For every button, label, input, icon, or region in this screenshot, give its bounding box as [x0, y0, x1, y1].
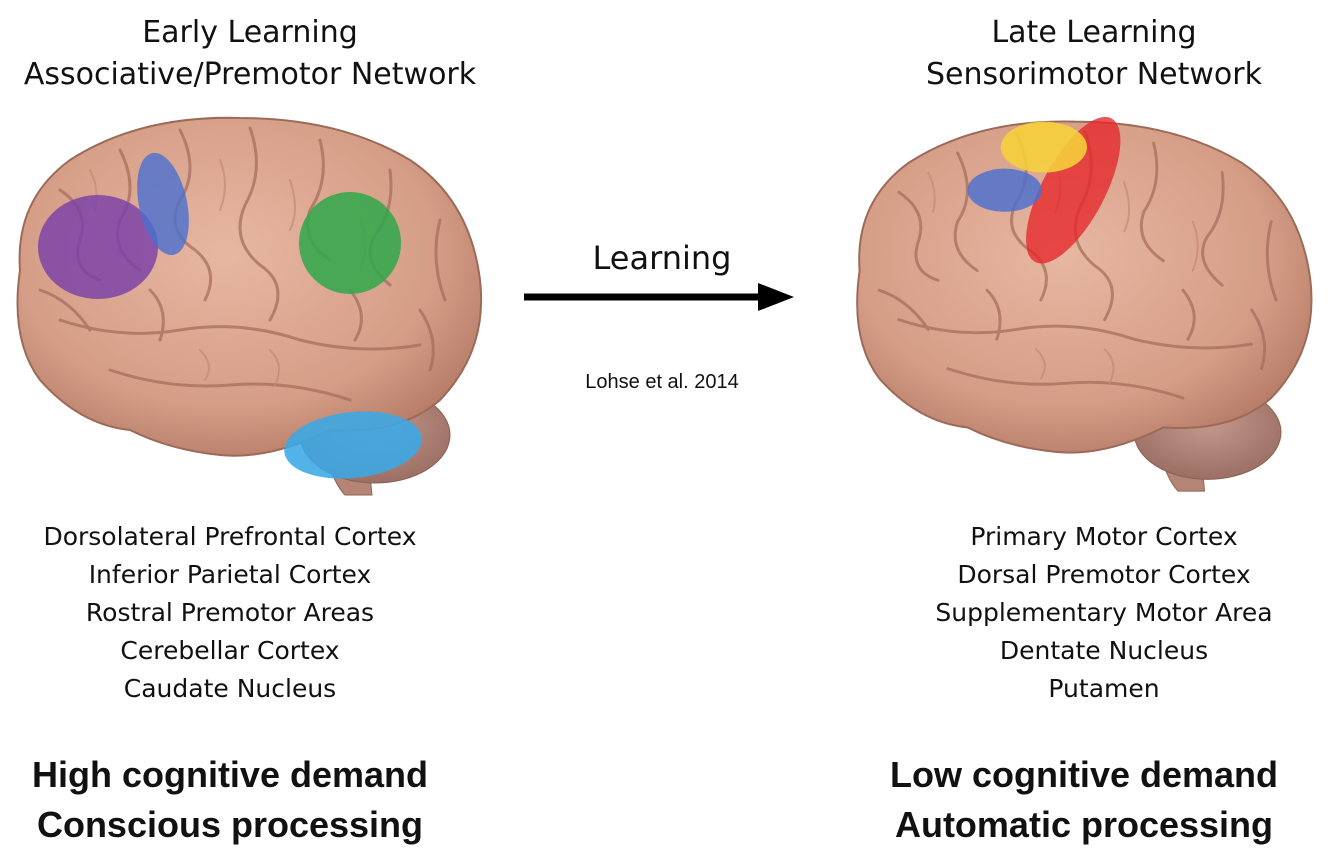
late-learning-heading: Late Learning [991, 15, 1197, 50]
late-learning-network-name: Sensorimotor Network [926, 57, 1262, 92]
region-item: Dentate Nucleus [999, 636, 1209, 665]
early-learning-brain-image [16, 116, 483, 496]
early-learning-network-name: Associative/Premotor Network [23, 57, 477, 92]
region-item: Dorsal Premotor Cortex [957, 560, 1251, 589]
region-item: Primary Motor Cortex [970, 522, 1238, 551]
learning-arrow [524, 283, 794, 311]
highlight-green-region [299, 192, 401, 294]
highlight-red-region [1026, 116, 1121, 264]
early-learning-title: Early Learning Associative/Premotor Netw… [0, 12, 500, 96]
highlight-blue-region [967, 168, 1042, 212]
early-learning-region-list: Dorsolateral Prefrontal Cortex Inferior … [0, 518, 460, 708]
early-demand-line: High cognitive demand [31, 754, 429, 795]
region-item: Putamen [1048, 674, 1160, 703]
late-learning-title: Late Learning Sensorimotor Network [844, 12, 1334, 96]
cerebrum [856, 120, 1313, 454]
late-learning-region-list: Primary Motor Cortex Dorsal Premotor Cor… [874, 518, 1334, 708]
region-item: Rostral Premotor Areas [85, 598, 375, 627]
region-item: Caudate Nucleus [123, 674, 337, 703]
region-item: Inferior Parietal Cortex [88, 560, 372, 589]
early-learning-heading: Early Learning [142, 15, 358, 50]
region-item: Dorsolateral Prefrontal Cortex [43, 522, 417, 551]
early-processing-line: Conscious processing [36, 804, 424, 845]
highlight-blue-region [137, 152, 189, 256]
highlight-yellow-region [1000, 121, 1087, 173]
region-item: Cerebellar Cortex [120, 636, 340, 665]
late-demand-line: Low cognitive demand [889, 754, 1279, 795]
late-processing-line: Automatic processing [894, 804, 1274, 845]
highlight-purple-region [38, 195, 158, 299]
highlight-light-blue-region [284, 411, 422, 479]
region-item: Supplementary Motor Area [935, 598, 1273, 627]
late-learning-brain-image [856, 116, 1313, 492]
early-learning-demand: High cognitive demand Conscious processi… [0, 750, 460, 850]
learning-arrow-label: Learning [592, 239, 732, 277]
late-learning-demand: Low cognitive demand Automatic processin… [854, 750, 1314, 850]
citation: Lohse et al. 2014 [585, 371, 739, 393]
